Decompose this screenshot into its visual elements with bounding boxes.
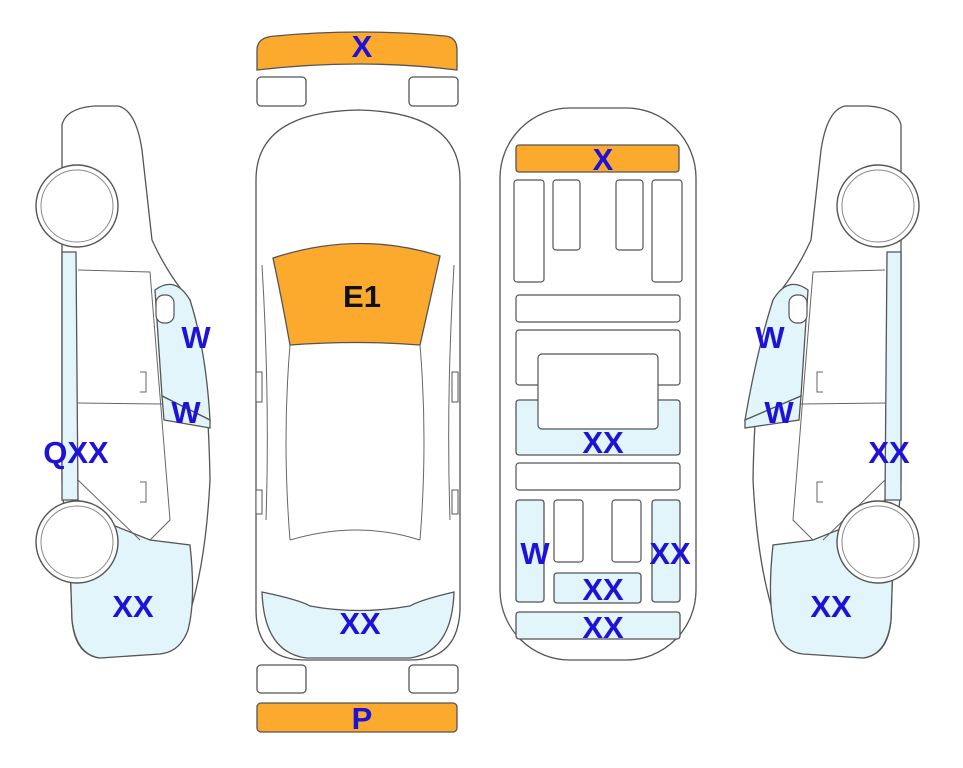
left-side-view: W W QXX XX — [35, 105, 211, 659]
right-sill-label: XX — [868, 435, 910, 470]
right-mirror-top — [451, 371, 459, 403]
windshield — [272, 242, 441, 346]
console-box — [537, 353, 659, 430]
rear-seat-left-label: W — [520, 536, 550, 571]
rear-left-light — [256, 664, 307, 694]
dashboard-label: X — [593, 142, 614, 177]
center-console-label: XX — [582, 425, 624, 460]
rear-seat-center — [553, 572, 642, 604]
right-front-wheel — [836, 164, 920, 248]
left-sill-label: QXX — [43, 435, 109, 470]
left-window-rear — [161, 394, 211, 429]
left-window-mid-label: W — [171, 395, 201, 430]
trunk-area — [515, 611, 681, 640]
interior-view: X XX W XX XX XX — [499, 107, 697, 661]
rear-seat-right — [651, 499, 681, 603]
front-bumper-label: X — [352, 29, 373, 64]
right-door-split — [800, 402, 886, 405]
rear-bumper-label: P — [352, 701, 373, 736]
left-door-line — [77, 269, 171, 541]
rear-seat-right-label: XX — [649, 536, 691, 571]
left-mirror-top — [255, 371, 263, 403]
right-window-top-label: W — [755, 320, 785, 355]
left-front-wheel — [35, 164, 119, 248]
right-door-line — [792, 269, 886, 541]
top-view: X E1 XX P — [255, 29, 461, 736]
rear-window-label: XX — [339, 606, 381, 641]
rear-seat-left — [515, 499, 545, 603]
top-body-outline — [255, 109, 461, 661]
left-rear-wheel — [35, 500, 119, 584]
left-door-handles — [140, 371, 147, 503]
side-edges — [261, 264, 455, 521]
left-window-top-label: W — [181, 320, 211, 355]
left-rear-quarter-label: XX — [112, 589, 154, 624]
windshield-label: E1 — [343, 279, 381, 314]
front-left-light — [256, 76, 307, 107]
trunk-label: XX — [582, 610, 624, 645]
left-door-split — [77, 402, 163, 405]
dashboard — [515, 144, 680, 173]
right-side-view: W W XX XX — [744, 105, 920, 659]
rear-right-light — [408, 664, 459, 694]
rear-window — [261, 591, 455, 659]
front-bumper — [256, 31, 458, 71]
right-rear-wheel — [836, 500, 920, 584]
right-mirror — [788, 294, 808, 324]
right-window-mid-label: W — [764, 395, 794, 430]
roof-edges — [285, 344, 425, 541]
right-rear-quarter-label: XX — [810, 589, 852, 624]
left-mirror — [155, 294, 175, 324]
right-window-rear — [744, 394, 802, 429]
rear-bumper — [256, 702, 458, 733]
rear-seat-center-label: XX — [582, 572, 624, 607]
left-rocker-line — [77, 479, 141, 541]
right-door-handles — [816, 371, 823, 503]
front-right-light — [408, 76, 459, 107]
roof-rear-line — [289, 529, 421, 541]
